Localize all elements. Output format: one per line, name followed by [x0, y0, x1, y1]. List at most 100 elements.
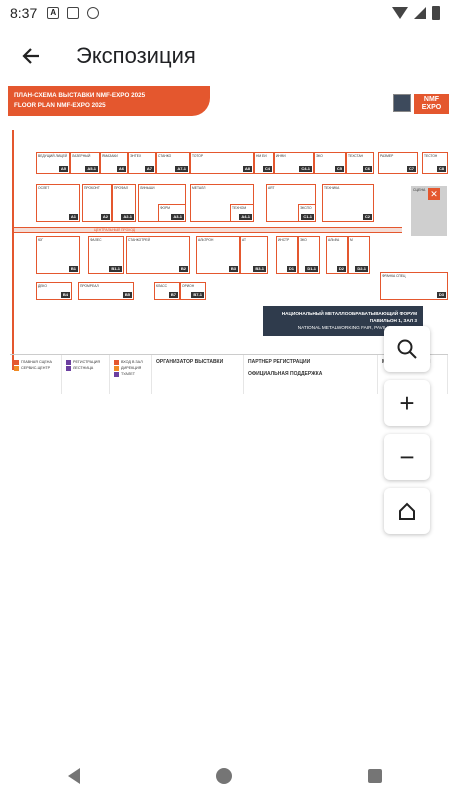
- booth-tag: C8: [436, 166, 446, 172]
- booth-tag: A4-1: [239, 214, 252, 220]
- booth-name: ОРИОН: [182, 284, 195, 288]
- battery-icon: [432, 6, 440, 20]
- legend-item: ДИРЕКЦИЯ: [114, 365, 147, 371]
- partners-block: ПАРТНЕР РЕГИСТРАЦИИ ОФИЦИАЛЬНАЯ ПОДДЕРЖК…: [244, 355, 378, 394]
- map-legend: ГЛАВНАЯ СЦЕНА СЕРВИС-ЦЕНТР РЕГИСТРАЦИЯ Л…: [10, 354, 448, 394]
- wifi-icon: [392, 7, 408, 19]
- booth[interactable]: ЭКСПО C1-1: [298, 204, 316, 222]
- booth[interactable]: ОРИОН B7-1: [180, 282, 206, 300]
- booth-name: M: [350, 238, 353, 242]
- legend-label: РЕГИСТРАЦИЯ: [73, 360, 101, 364]
- booth-tag: C1-1: [301, 214, 314, 220]
- organizer-block: ОРГАНИЗАТОР ВЫСТАВКИ: [152, 355, 244, 394]
- cube-logo-icon: [393, 94, 411, 112]
- booth-name: ПРОКОНТ: [84, 186, 100, 190]
- stairs-legend-icon: [66, 365, 71, 371]
- booth-name: ЭКСПО: [300, 206, 312, 210]
- booth-name: РАЗМЕР: [380, 154, 394, 158]
- stage-legend-icon: [14, 359, 19, 365]
- booth[interactable]: ПРОКОНТ A2: [82, 184, 112, 222]
- banner-ru: ПЛАН-СХЕМА ВЫСТАВКИ NMF-EXPO 2025: [14, 92, 146, 99]
- status-time: 8:37: [10, 5, 38, 21]
- booth-name: ВЕДУЩИЙ ЛИЦЕЙ: [38, 154, 68, 158]
- legend-item: СЕРВИС-ЦЕНТР: [14, 365, 57, 371]
- forum-sub: ПАВИЛЬОН 1, ЗАЛ 3: [369, 318, 417, 323]
- legend-column: ВХОД В ЗАЛ ДИРЕКЦИЯ ТУАЛЕТ: [110, 355, 152, 394]
- legend-label: ДИРЕКЦИЯ: [121, 366, 142, 370]
- left-wall: [12, 130, 14, 370]
- booth-name: ПРОМРЕАЛ: [80, 284, 99, 288]
- booth-name: AT: [242, 238, 246, 242]
- map-controls: + −: [384, 326, 430, 542]
- home-button[interactable]: [384, 488, 430, 534]
- booth-name: ТЕХСТАН: [348, 154, 364, 158]
- booth-tag: D3: [436, 292, 446, 298]
- direction-legend-icon: [114, 365, 119, 371]
- zoom-out-button[interactable]: −: [384, 434, 430, 480]
- central-aisle: ЦЕНТРАЛЬНЫЙ ПРОХОД: [14, 227, 402, 233]
- booth-name: КЛАСС: [156, 284, 167, 288]
- booth-name: ФОРМ: [160, 206, 170, 210]
- legend-label: ЛЕСТНИЦА: [73, 366, 94, 370]
- booth-tag: D1-1: [305, 266, 318, 272]
- back-arrow-icon[interactable]: [16, 41, 46, 71]
- central-aisle-label: ЦЕНТРАЛЬНЫЙ ПРОХОД: [94, 228, 136, 232]
- nav-recent-icon[interactable]: [368, 769, 382, 783]
- booth[interactable]: ФРАНКА СПЕЦ D3: [380, 272, 448, 300]
- status-bar: 8:37 A: [0, 0, 450, 26]
- nav-back-icon[interactable]: [68, 768, 80, 784]
- zoom-in-button[interactable]: +: [384, 380, 430, 426]
- search-button[interactable]: [384, 326, 430, 372]
- stage-close-icon: ✕: [428, 188, 440, 200]
- booth-name: ЯМАЗАКИ: [102, 154, 118, 158]
- booth-name: АЛЬТРОН: [198, 238, 214, 242]
- forum-en: NATIONAL METALWORKING FAIR, PAVILION 1, …: [297, 325, 417, 330]
- booth-tag: D1: [286, 266, 296, 272]
- booth-tag: B3: [228, 266, 238, 272]
- booth-name: ART: [268, 186, 275, 190]
- page-title: Экспозиция: [76, 43, 196, 68]
- booth-tag: A2: [100, 214, 110, 220]
- nav-home-icon[interactable]: [216, 768, 232, 784]
- signal-icon: [414, 7, 426, 19]
- booth-name: ФРАНКА СПЕЦ: [382, 274, 406, 278]
- legend-item: ЛЕСТНИЦА: [66, 365, 105, 371]
- minus-icon: −: [399, 441, 415, 472]
- booth-tag: B1: [68, 266, 78, 272]
- legend-item: ТУАЛЕТ: [114, 371, 147, 377]
- booth-tag: C4-1: [299, 166, 312, 172]
- booth-tag: A1: [68, 214, 78, 220]
- booth-tag: B7-1: [191, 292, 204, 298]
- booth-tag: A3-1: [171, 214, 184, 220]
- booth[interactable]: АЛЬТРОН B3: [196, 236, 240, 274]
- floor-plan-map[interactable]: ПЛАН-СХЕМА ВЫСТАВКИ NMF-EXPO 2025 FLOOR …: [8, 86, 450, 396]
